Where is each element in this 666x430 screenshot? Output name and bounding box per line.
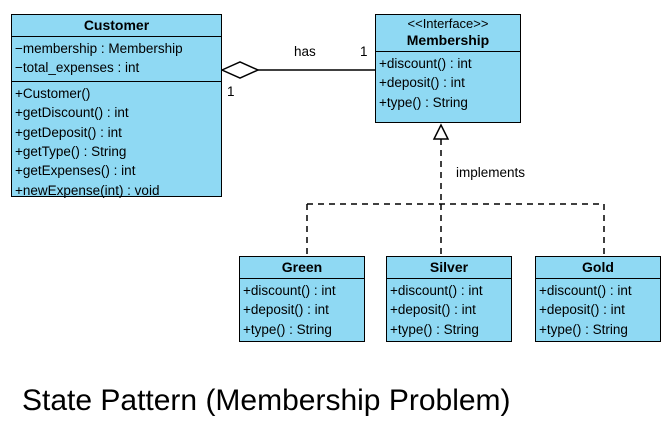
membership-interface-name: Membership <box>406 32 490 48</box>
silver-operation: +discount() : int <box>390 283 483 298</box>
gold-operation: +deposit() : int <box>539 302 625 318</box>
green-operation: +deposit() : int <box>243 302 329 318</box>
realization-arrowhead <box>432 123 450 140</box>
customer-operation: +getDeposit() : int <box>15 124 122 140</box>
membership-operation: +discount() : int <box>379 56 472 71</box>
gold-class-header: Gold <box>536 257 660 279</box>
gold-operations: +discount() : int +deposit() : int +type… <box>536 279 660 342</box>
membership-interface-header: <<Interface>> Membership <box>376 15 520 52</box>
customer-operation: +newExpense(int) : void <box>15 182 160 198</box>
green-operation: +type() : String <box>243 321 332 337</box>
green-operations: +discount() : int +deposit() : int +type… <box>240 279 364 342</box>
membership-operation: +deposit() : int <box>379 75 465 91</box>
green-operation: +discount() : int <box>243 283 336 298</box>
customer-attribute: −membership : Membership <box>15 41 183 56</box>
silver-operation: +deposit() : int <box>390 302 476 318</box>
customer-class[interactable]: Customer −membership : Membership −total… <box>11 14 222 198</box>
silver-class-header: Silver <box>387 257 511 279</box>
customer-class-header: Customer <box>12 15 221 37</box>
green-class[interactable]: Green +discount() : int +deposit() : int… <box>239 256 365 342</box>
gold-operation: +discount() : int <box>539 283 632 298</box>
silver-class[interactable]: Silver +discount() : int +deposit() : in… <box>386 256 512 342</box>
silver-class-name: Silver <box>429 259 469 275</box>
customer-operation: +getExpenses() : int <box>15 163 136 179</box>
customer-operations: +Customer() +getDiscount() : int +getDep… <box>12 80 221 203</box>
green-class-name: Green <box>281 259 323 275</box>
customer-attribute: −total_expenses : int <box>15 60 140 76</box>
silver-operations: +discount() : int +deposit() : int +type… <box>387 279 511 342</box>
green-class-header: Green <box>240 257 364 279</box>
membership-operations: +discount() : int +deposit() : int +type… <box>376 52 520 115</box>
membership-stereotype: <<Interface>> <box>407 16 489 31</box>
gold-class-name: Gold <box>582 259 614 275</box>
multiplicity-membership: 1 <box>360 44 368 59</box>
aggregation-diamond <box>220 61 260 79</box>
silver-operation: +type() : String <box>390 321 479 337</box>
membership-operation: +type() : String <box>379 94 468 110</box>
customer-operation: +getDiscount() : int <box>15 105 129 121</box>
customer-operation: +getType() : String <box>15 144 127 160</box>
customer-attributes: −membership : Membership −total_expenses… <box>12 37 221 81</box>
gold-operation: +type() : String <box>539 321 628 337</box>
multiplicity-customer: 1 <box>227 84 235 99</box>
membership-interface[interactable]: <<Interface>> Membership +discount() : i… <box>375 14 521 123</box>
association-label: has <box>294 44 316 59</box>
customer-class-name: Customer <box>83 17 150 33</box>
realization-label: implements <box>456 165 526 180</box>
page-title: State Pattern (Membership Problem) <box>22 384 511 417</box>
gold-class[interactable]: Gold +discount() : int +deposit() : int … <box>535 256 661 342</box>
customer-operation: +Customer() <box>15 85 91 101</box>
